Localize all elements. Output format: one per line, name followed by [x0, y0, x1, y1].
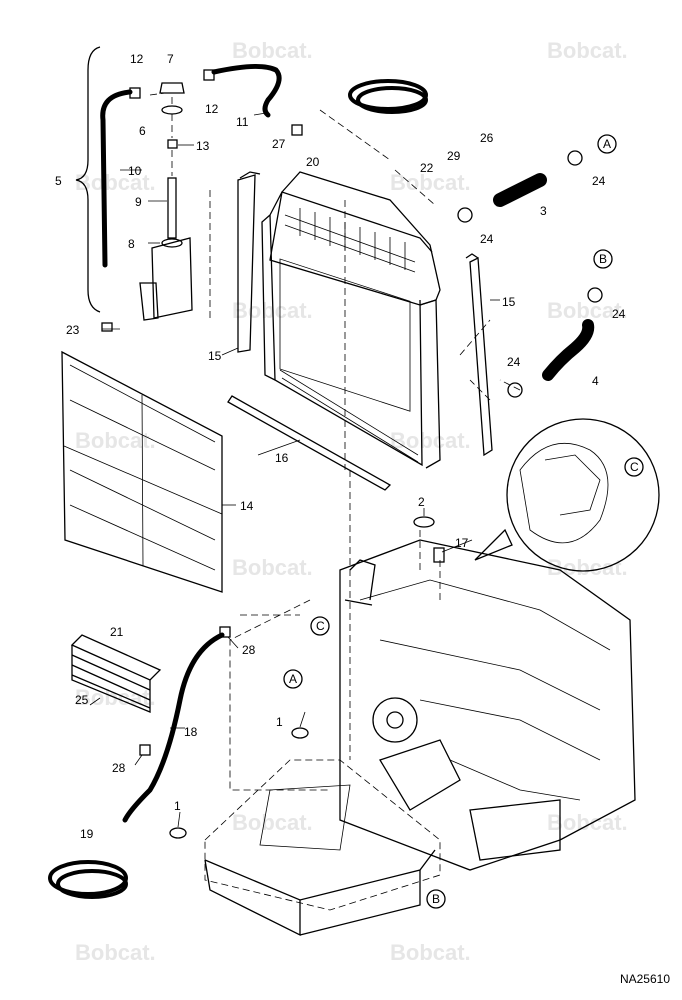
ref-marker-c — [310, 616, 330, 636]
callout-6: 6 — [139, 124, 146, 138]
leader-lines — [89, 109, 521, 828]
ref-label: B — [599, 252, 607, 266]
radiator-screen — [61, 350, 223, 593]
callout-25: 25 — [75, 693, 89, 707]
callout-5: 5 — [55, 174, 62, 188]
oil-cooler — [70, 634, 162, 713]
ref-label: C — [316, 619, 325, 633]
clamp-24 — [587, 287, 603, 303]
ref-marker-c — [624, 457, 644, 477]
cooler-hose — [122, 632, 225, 823]
callout-17: 17 — [455, 536, 469, 550]
callout-12: 12 — [205, 102, 219, 116]
callout-16: 16 — [275, 451, 289, 465]
callout-26: 26 — [480, 131, 494, 145]
watermark: Bobcat. — [75, 428, 156, 453]
callout-28: 28 — [242, 643, 256, 657]
ref-marker-a — [283, 669, 303, 689]
ref-label: A — [289, 672, 297, 686]
ref-label: C — [630, 460, 639, 474]
callout-19: 19 — [80, 827, 94, 841]
watermark: Bobcat. — [547, 810, 628, 835]
clamp-28 — [219, 626, 231, 638]
engine-assembly — [339, 539, 636, 871]
callout-11: 11 — [236, 115, 249, 129]
watermark: Bobcat. — [390, 940, 471, 965]
callout-2: 2 — [418, 495, 425, 509]
watermark: Bobcat. — [390, 428, 471, 453]
clamp-28 — [139, 744, 151, 756]
seal-strip-left — [237, 171, 261, 353]
callout-12: 12 — [130, 52, 144, 66]
callout-28: 28 — [112, 761, 126, 775]
callout-14: 14 — [240, 499, 254, 513]
callout-13: 13 — [196, 139, 210, 153]
radiator-hose-4 — [542, 319, 595, 381]
spacer-17 — [433, 547, 445, 563]
radiator-hose-3 — [493, 173, 547, 207]
watermark: Bobcat. — [390, 170, 471, 195]
callout-22: 22 — [420, 161, 434, 175]
ref-marker-a — [597, 134, 617, 154]
callout-24: 24 — [480, 232, 494, 246]
callout-1: 1 — [174, 799, 181, 813]
callout-9: 9 — [135, 195, 142, 209]
callout-24: 24 — [592, 174, 606, 188]
group-bracket — [75, 46, 101, 313]
radiator-hose-upper — [211, 64, 282, 118]
mount-1 — [169, 827, 187, 839]
clamp-24 — [507, 382, 523, 398]
overflow-hose — [100, 89, 133, 268]
watermark: Bobcat. — [547, 38, 628, 63]
callout-24: 24 — [507, 355, 521, 369]
callout-15: 15 — [502, 295, 516, 309]
drawing-number: NA25610 — [619, 972, 670, 986]
callout-8: 8 — [128, 237, 135, 251]
clamp-24 — [567, 150, 583, 166]
callout-15: 15 — [208, 349, 222, 363]
detail-view — [506, 418, 660, 572]
callout-4: 4 — [592, 374, 599, 388]
callout-1: 1 — [276, 715, 283, 729]
ref-label: A — [603, 137, 611, 151]
seal-strip-right — [465, 253, 493, 457]
watermark: Bobcat. — [75, 170, 156, 195]
surge-tank-assembly — [101, 69, 215, 332]
hose-coil-19 — [48, 860, 128, 899]
callout-7: 7 — [167, 52, 174, 66]
callout-29: 29 — [447, 149, 461, 163]
reference-markers: A A B B C C — [283, 134, 644, 909]
detail-pointer — [474, 528, 513, 561]
callout-27: 27 — [272, 137, 286, 151]
clamp-27 — [291, 124, 303, 136]
callout-20: 20 — [306, 155, 320, 169]
callout-3: 3 — [540, 204, 547, 218]
machine-frame — [204, 759, 441, 937]
callout-24: 24 — [612, 307, 626, 321]
mount-2 — [413, 516, 435, 528]
ref-marker-b — [593, 249, 613, 269]
seal-strip-bottom — [227, 395, 392, 491]
callout-18: 18 — [184, 725, 198, 739]
watermark: Bobcat. — [547, 298, 628, 323]
mount-1 — [291, 727, 309, 739]
ref-label: B — [432, 892, 440, 906]
callout-21: 21 — [110, 625, 124, 639]
callout-labels: 12 7 12 6 13 11 5 10 9 8 23 15 27 20 22 … — [55, 52, 626, 841]
watermark: Bobcat. — [232, 555, 313, 580]
watermark: Bobcat. — [232, 38, 313, 63]
callout-10: 10 — [128, 164, 142, 178]
watermark: Bobcat. — [75, 940, 156, 965]
hose-coil-top — [348, 79, 428, 114]
watermark: Bobcat. — [232, 810, 313, 835]
callout-23: 23 — [66, 323, 80, 337]
ref-marker-b — [426, 889, 446, 909]
clamp-24 — [457, 207, 473, 223]
